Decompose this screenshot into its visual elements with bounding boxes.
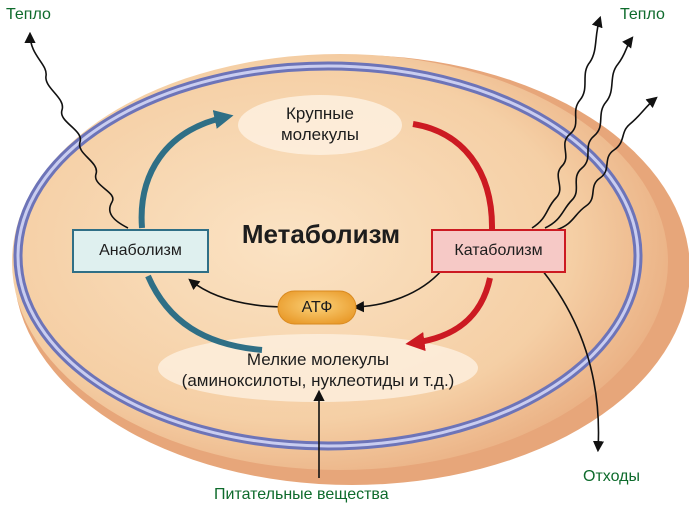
catabolism-to-atp-arrow	[352, 269, 443, 313]
heat-right-label: Тепло	[620, 6, 665, 23]
catabolism-arrow-bottom	[405, 277, 493, 352]
nutrients-label: Питательные вещества	[214, 486, 389, 503]
anabolism-arrow-down	[145, 274, 263, 353]
metabolism-title: Метаболизм	[241, 219, 401, 249]
small-molecules-label-line2: (аминоксилоты, нуклеотиды и т.д.)	[181, 371, 455, 390]
heat-left-label: Тепло	[6, 6, 51, 23]
anabolism-box: Анаболизм	[72, 229, 209, 273]
heat-right-arrow-1	[531, 15, 603, 229]
catabolism-label: Катаболизм	[454, 242, 543, 259]
heat-right-arrow-2	[544, 36, 634, 229]
atp-label: АТФ	[301, 299, 333, 316]
atp-capsule	[277, 290, 357, 325]
heat-left-arrow	[24, 31, 129, 229]
large-molecules-label-line1: Крупные	[286, 104, 354, 123]
small-molecules-glow	[158, 334, 478, 402]
anabolism-label: Анаболизм	[99, 242, 182, 259]
atp-to-anabolism-arrow	[188, 278, 283, 308]
catabolism-arrow-top	[412, 121, 496, 231]
cell-membrane-inner	[16, 64, 640, 448]
large-molecules-label-line2: молекулы	[280, 125, 360, 144]
small-molecules-label-line1: Мелкие молекулы	[246, 350, 390, 369]
waste-label: Отходы	[583, 468, 640, 485]
waste-arrow	[537, 264, 605, 453]
large-molecules-glow	[238, 95, 402, 155]
anabolism-arrow-up	[138, 110, 234, 229]
catabolism-box: Катаболизм	[431, 229, 566, 273]
heat-right-arrow-3	[555, 96, 658, 231]
